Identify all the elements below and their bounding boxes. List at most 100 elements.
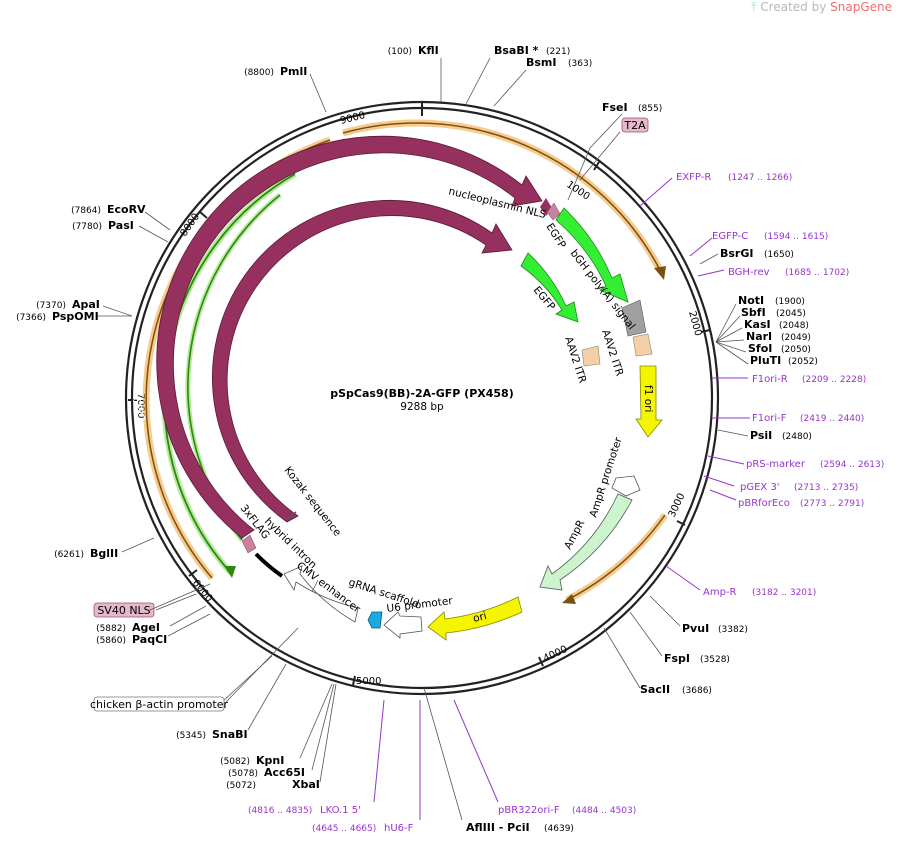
site-pos: (3382)	[718, 625, 748, 635]
primer-name: EGFP-C	[712, 231, 748, 242]
snapgene-logo-icon: ⤒	[751, 0, 757, 14]
aav2-itr-inner-block	[581, 345, 601, 367]
kozak-mark	[285, 511, 297, 521]
u6-promoter-arrow	[383, 611, 423, 639]
cmv-divider	[311, 579, 319, 593]
primer-name: hU6-F	[384, 823, 414, 834]
intron-label: hybrid intron	[262, 516, 319, 572]
site-pos: (5082)	[220, 757, 250, 767]
site-pos: (4639)	[544, 824, 574, 834]
cba-label: chicken β-actin promoter	[90, 698, 228, 711]
ampr-arrow	[539, 493, 633, 591]
site-name: KasI	[744, 318, 771, 331]
t2a-tag: T2A	[621, 117, 649, 133]
site-pos: (2052)	[788, 357, 818, 367]
site-pos: (363)	[568, 59, 592, 69]
tick-label-7000: 7000	[135, 393, 146, 418]
flag-block	[241, 534, 257, 554]
site-name: FspI	[664, 652, 690, 665]
site-pos: (5860)	[96, 636, 126, 646]
t2a-leader	[579, 131, 621, 181]
primer-name: pBR322ori-F	[498, 805, 560, 816]
hybrid-intron-line	[254, 552, 284, 578]
grna-scaffold-arrow	[367, 611, 383, 629]
f1-ori-arrow	[635, 365, 663, 438]
egfp-inner-arrow	[520, 252, 579, 323]
primer-leader-lines	[373, 177, 750, 820]
primer-name: LKO.1 5'	[320, 805, 361, 816]
site-pos: (7366)	[16, 313, 46, 323]
credit-brand: SnapGene	[830, 0, 892, 14]
site-pos: (2480)	[782, 432, 812, 442]
site-pos: (2048)	[779, 321, 809, 331]
site-name: NotI	[738, 294, 764, 307]
site-pos: (7370)	[36, 301, 66, 311]
site-pos: (3528)	[700, 655, 730, 665]
site-name: ApaI	[72, 298, 100, 311]
cas9-inner-arc	[212, 199, 513, 523]
site-pos: (2049)	[781, 333, 811, 343]
site-name: PmlI	[280, 65, 307, 78]
site-pos: (2045)	[776, 309, 806, 319]
site-name: AgeI	[132, 621, 160, 634]
aav2-itr-right-label: AAV2 ITR	[599, 328, 625, 377]
site-name: BglII	[90, 547, 118, 560]
site-name: BsrGI	[720, 247, 753, 260]
primer-range: (3182 .. 3201)	[752, 588, 816, 598]
cba-leader	[223, 627, 299, 705]
f1-ori-label: f1 ori	[642, 385, 654, 412]
primer-name: EXFP-R	[676, 172, 711, 183]
primer-range: (2209 .. 2228)	[802, 375, 866, 385]
site-pos: (2050)	[781, 345, 811, 355]
kozak-label: Kozak sequence	[282, 464, 344, 538]
site-name: XbaI	[292, 778, 320, 791]
site-name: KpnI	[256, 754, 284, 767]
sv40-tag: SV40 NLS	[93, 602, 155, 618]
t2a-label: T2A	[623, 119, 646, 132]
site-pos: (221)	[546, 47, 570, 57]
plasmid-title: pSpCas9(BB)-2A-GFP (PX458)	[330, 387, 513, 400]
site-pos: (5882)	[96, 624, 126, 634]
site-name: SbfI	[741, 306, 766, 319]
primer-name: Amp-R	[703, 587, 737, 598]
site-name: NarI	[746, 330, 772, 343]
site-pos: (5078)	[228, 769, 258, 779]
snapgene-credit: ⤒ Created by SnapGene	[751, 0, 892, 15]
primer-range: (1247 .. 1266)	[728, 173, 792, 183]
primer-name: pGEX 3'	[740, 482, 780, 493]
site-name: PaqCI	[132, 633, 167, 646]
cmv-enhancer-arrow	[283, 565, 359, 623]
egfp-outer-arrow	[555, 207, 629, 303]
cba-tag: chicken β-actin promoter	[90, 696, 228, 712]
site-pos: (7864)	[71, 206, 101, 216]
primer-range: (2419 .. 2440)	[800, 414, 864, 424]
site-name: FseI	[602, 101, 628, 114]
site-pos: (7780)	[72, 222, 102, 232]
tick-label-3000: 3000	[667, 492, 688, 520]
primer-range: (4816 .. 4835)	[248, 806, 312, 816]
ori-label: ori	[472, 610, 488, 625]
site-name: PvuI	[682, 622, 709, 635]
primer-name: pRS-marker	[746, 459, 806, 470]
tick-label-5000: 5000	[356, 676, 381, 687]
plasmid-size: 9288 bp	[400, 401, 444, 413]
site-pos: (8800)	[244, 68, 274, 78]
restriction-sites: (100) KflI BsaBI * (221) BsmI (363) FseI…	[16, 44, 818, 834]
site-name: Acc65I	[264, 766, 305, 779]
ori-arrow	[427, 596, 523, 641]
site-pos: (5072)	[226, 781, 256, 791]
primer-range: (2773 .. 2791)	[800, 499, 864, 509]
site-pos: (855)	[638, 104, 662, 114]
primer-name: F1ori-R	[752, 374, 788, 385]
primer-range: (4645 .. 4665)	[312, 824, 376, 834]
cas9-inner-label: Cas9	[193, 413, 211, 440]
cas9-outer-arc	[156, 135, 543, 539]
site-pos: (100)	[388, 47, 412, 57]
site-name: AflIII - PciI	[466, 821, 530, 834]
primer-range: (2713 .. 2735)	[794, 483, 858, 493]
primer-range: (4484 .. 4503)	[572, 806, 636, 816]
site-pos: (5345)	[176, 731, 206, 741]
primer-range: (1685 .. 1702)	[785, 268, 849, 278]
site-pos: (3686)	[682, 686, 712, 696]
sv40-leader	[149, 583, 211, 611]
